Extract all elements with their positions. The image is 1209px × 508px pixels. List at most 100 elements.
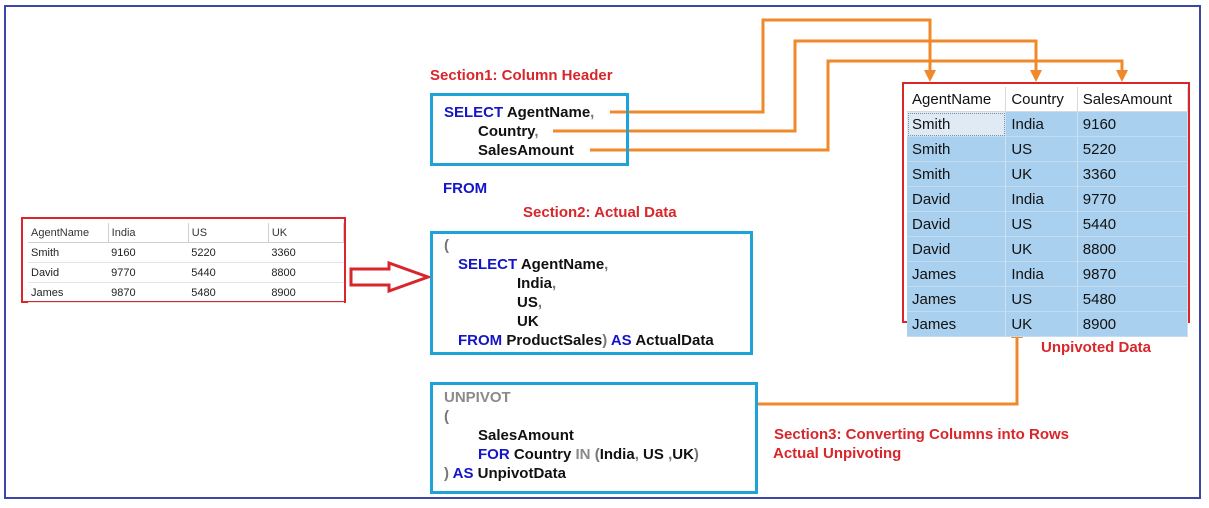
section2-code: ( SELECT AgentName, India, US, UK FROM P… (444, 236, 714, 350)
unpivoted-data-label: Unpivoted Data (1041, 339, 1152, 356)
header-cell: AgentName (907, 87, 1007, 112)
table-cell: Smith (28, 242, 109, 263)
arrowhead-country (1030, 70, 1042, 82)
comma: , (537, 294, 543, 311)
section3-box (430, 382, 758, 494)
open-paren: ( (594, 446, 600, 463)
table-cell: 9870 (108, 282, 189, 303)
close-paren: ) (444, 465, 449, 482)
table-row[interactable]: Smith India 9160 (907, 111, 1189, 137)
table-cell[interactable]: 9870 (1077, 261, 1189, 287)
select-keyword: SELECT (444, 104, 504, 121)
table-cell[interactable]: James (907, 261, 1007, 287)
table-row[interactable]: David India 9770 (907, 186, 1189, 212)
table-cell: David (28, 262, 109, 283)
table-row[interactable]: David UK 8800 (907, 236, 1189, 262)
table-cell[interactable]: India (1005, 261, 1078, 287)
comma: , (552, 275, 557, 292)
table-cell[interactable]: US (1005, 286, 1078, 312)
table-cell[interactable]: UK (1005, 161, 1078, 187)
india-value: India (599, 446, 635, 463)
table-row[interactable]: Smith US 5220 (907, 136, 1189, 162)
table-cell[interactable]: US (1005, 211, 1078, 237)
arrowhead-agentname (924, 70, 936, 82)
connector-agentname (610, 18, 932, 114)
table-cell[interactable]: 5220 (1077, 136, 1189, 162)
table-cell[interactable]: 9770 (1077, 186, 1189, 212)
salesamount-column: SalesAmount (478, 427, 574, 444)
table-cell[interactable]: India (1005, 111, 1078, 137)
comma: , (668, 446, 673, 463)
uk-column: UK (517, 313, 539, 330)
salesamount-column: SalesAmount (478, 142, 574, 159)
connector-salesamount (590, 59, 1124, 152)
table-cell: 5480 (188, 282, 269, 303)
table-cell[interactable]: 8800 (1077, 236, 1189, 262)
open-paren: ( (444, 237, 449, 254)
us-column: US (517, 294, 538, 311)
from-keyword: FROM (443, 180, 488, 197)
table-cell[interactable]: Smith (907, 161, 1007, 187)
header-cell: Country (1005, 87, 1078, 112)
us-value: US (643, 446, 664, 463)
table-cell[interactable]: UK (1005, 236, 1078, 262)
section1-code: SELECT AgentName, Country, SalesAmount (444, 103, 594, 160)
header-cell: UK (268, 223, 345, 243)
table-cell[interactable]: David (907, 236, 1007, 262)
outer-frame (4, 5, 1201, 499)
table-cell[interactable]: 9160 (1077, 111, 1189, 137)
unpivot-keyword: UNPIVOT (444, 389, 511, 406)
header-cell: India (108, 223, 189, 243)
agentname-column: AgentName (520, 256, 605, 273)
section3-sublabel: Actual Unpivoting (773, 445, 902, 462)
table-cell[interactable]: US (1005, 136, 1078, 162)
table-row: James 9870 5480 8900 (28, 282, 344, 303)
table-name: ProductSales (506, 332, 603, 349)
table-header-row: AgentName India US UK (28, 223, 345, 243)
close-paren: ) (602, 332, 608, 349)
result-table-panel: AgentName Country SalesAmount Smith Indi… (902, 82, 1190, 337)
table-cell[interactable]: David (907, 211, 1007, 237)
source-table: AgentName India US UK Smith 9160 5220 33… (28, 223, 345, 303)
alias-name: ActualData (635, 332, 714, 349)
header-cell: AgentName (28, 223, 109, 243)
result-table: AgentName Country SalesAmount Smith Indi… (907, 87, 1189, 337)
table-cell[interactable]: James (907, 311, 1007, 337)
table-cell: 9160 (108, 242, 189, 263)
table-row[interactable]: James US 5480 (907, 286, 1189, 312)
table-row: David 9770 5440 8800 (28, 262, 344, 283)
connector-unpivot (756, 336, 1019, 406)
section1-box (430, 93, 629, 166)
source-table-panel: AgentName India US UK Smith 9160 5220 33… (21, 217, 346, 303)
selected-cell[interactable]: Smith (907, 111, 1007, 137)
as-keyword: AS (452, 465, 474, 482)
table-cell[interactable]: UK (1005, 311, 1078, 337)
table-cell[interactable]: Smith (907, 136, 1007, 162)
comma: , (634, 446, 639, 463)
table-cell[interactable]: David (907, 186, 1007, 212)
arrowhead-salesamount (1116, 70, 1128, 82)
section2-label: Section2: Actual Data (523, 204, 677, 221)
table-row[interactable]: James UK 8900 (907, 311, 1189, 337)
table-cell: 3360 (268, 242, 344, 263)
table-cell[interactable]: 5480 (1077, 286, 1189, 312)
header-cell: US (188, 223, 269, 243)
table-cell[interactable]: 5440 (1077, 211, 1189, 237)
table-cell[interactable]: India (1005, 186, 1078, 212)
hollow-arrow (349, 260, 433, 294)
table-row[interactable]: Smith UK 3360 (907, 161, 1189, 187)
table-cell[interactable]: 3360 (1077, 161, 1189, 187)
table-cell[interactable]: James (907, 286, 1007, 312)
close-paren: ) (693, 446, 699, 463)
open-paren: ( (444, 408, 449, 425)
section2-box (430, 231, 753, 355)
table-row[interactable]: James India 9870 (907, 261, 1189, 287)
comma: , (604, 256, 609, 273)
table-row[interactable]: David US 5440 (907, 211, 1189, 237)
table-cell[interactable]: 8900 (1077, 311, 1189, 337)
uk-value: UK (672, 446, 694, 463)
header-cell: SalesAmount (1077, 87, 1189, 112)
country-column: Country (513, 446, 572, 463)
